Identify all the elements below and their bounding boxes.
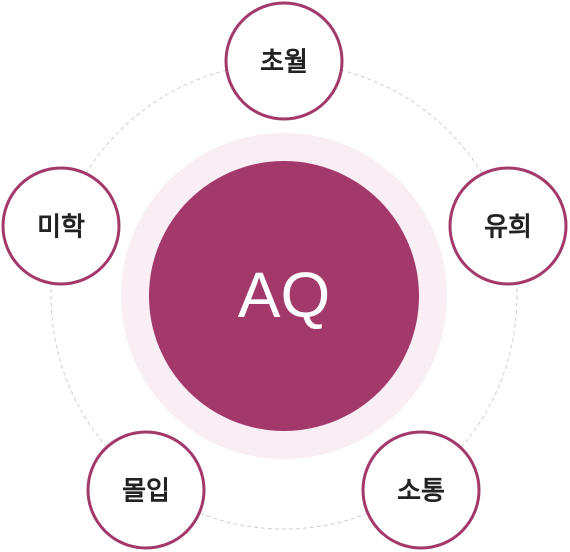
center-disk bbox=[149, 161, 419, 431]
node-right: 유희 bbox=[448, 166, 568, 286]
center-label: AQ bbox=[238, 259, 330, 331]
node-bottom-right: 소통 bbox=[361, 430, 481, 550]
orbit-ring bbox=[50, 62, 518, 530]
node-left: 미학 bbox=[1, 166, 121, 286]
node-bottom-left-label: 몰입 bbox=[122, 477, 170, 507]
node-top-label: 초월 bbox=[260, 48, 308, 78]
node-bottom-right-label: 소통 bbox=[397, 477, 445, 507]
node-right-label: 유희 bbox=[484, 213, 532, 243]
node-bottom-left: 몰입 bbox=[86, 430, 206, 550]
node-top: 초월 bbox=[224, 1, 344, 121]
node-left-label: 미학 bbox=[37, 213, 85, 243]
